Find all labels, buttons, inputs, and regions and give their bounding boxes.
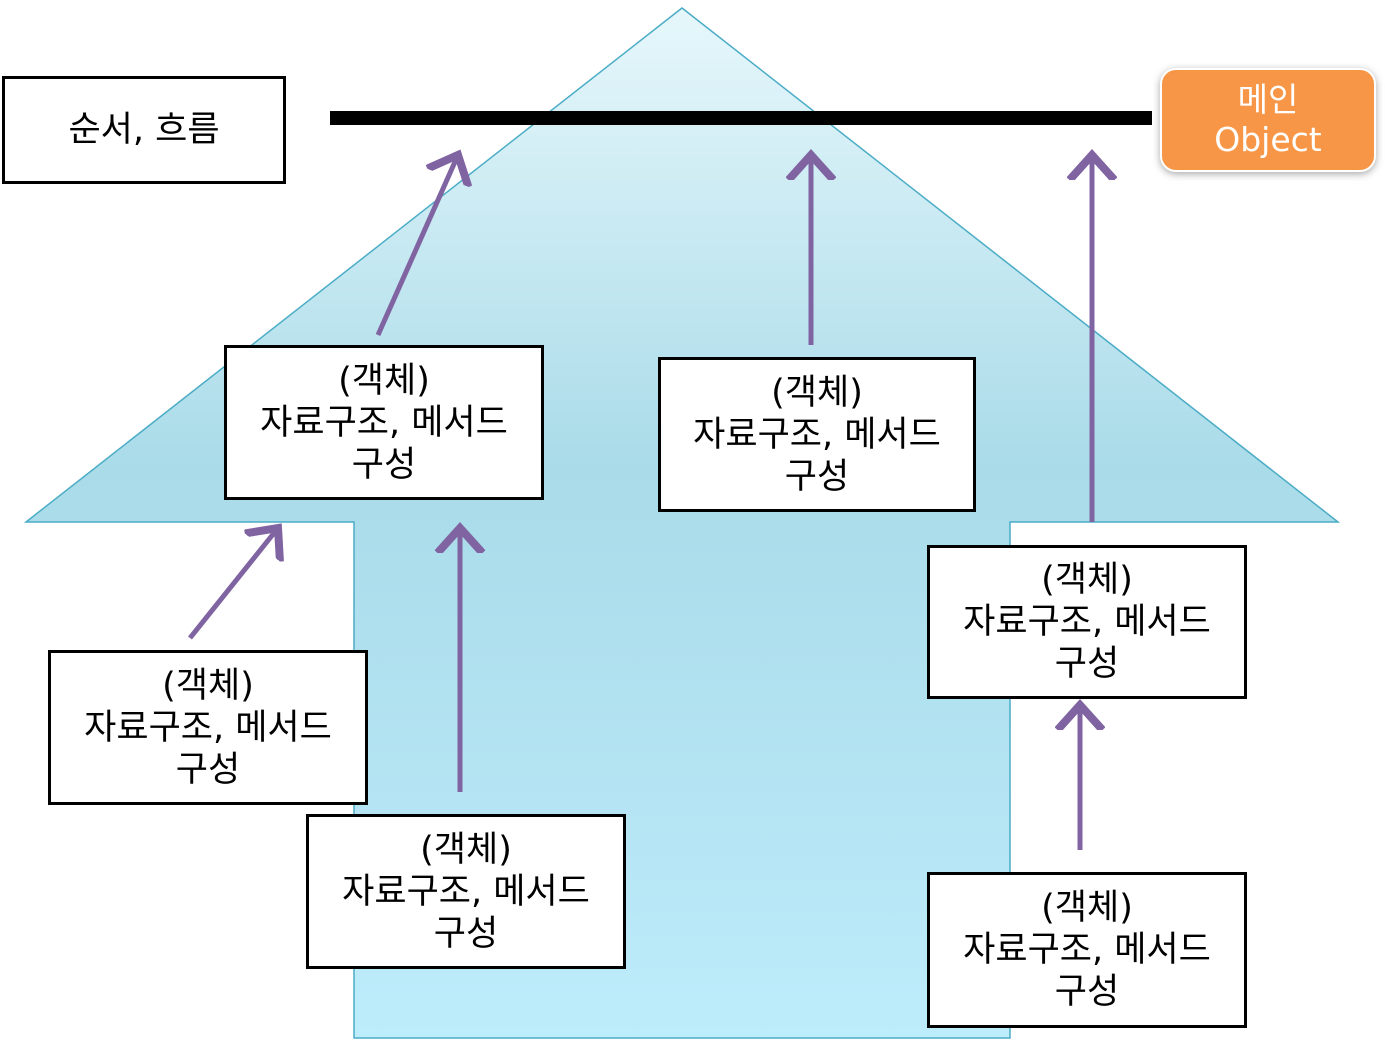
object-box-line2: 자료구조, 메서드 — [260, 402, 508, 443]
connector-arrows — [188, 155, 1092, 850]
object-box-line3: 구성 — [1054, 644, 1120, 684]
object-box-line3: 구성 — [784, 456, 850, 497]
object-box-line1: (객체) — [1041, 560, 1133, 600]
object-box: (객체) 자료구조, 메서드 구성 — [224, 345, 544, 500]
object-box-line3: 구성 — [1054, 972, 1120, 1012]
object-box-line1: (객체) — [1041, 888, 1133, 928]
object-box: (객체) 자료구조, 메서드 구성 — [48, 650, 368, 805]
connector-arrow — [375, 155, 458, 337]
object-box-line3: 구성 — [175, 749, 241, 790]
main-object-box: 메인 Object — [1160, 68, 1376, 172]
object-box: (객체) 자료구조, 메서드 구성 — [927, 545, 1247, 699]
main-object-line1: 메인 — [1237, 80, 1299, 119]
object-box-line2: 자료구조, 메서드 — [963, 930, 1211, 970]
object-box-line1: (객체) — [162, 665, 254, 706]
object-box-line3: 구성 — [433, 913, 499, 954]
object-box-line2: 자료구조, 메서드 — [963, 602, 1211, 642]
connector-arrow — [188, 528, 278, 640]
object-box-line1: (객체) — [420, 829, 512, 870]
object-box-line3: 구성 — [351, 444, 417, 485]
object-box-line1: (객체) — [771, 372, 863, 413]
object-box-line2: 자료구조, 메서드 — [693, 414, 941, 455]
object-box-line1: (객체) — [338, 360, 430, 401]
object-box: (객체) 자료구조, 메서드 구성 — [927, 872, 1247, 1028]
object-box-line2: 자료구조, 메서드 — [84, 707, 332, 748]
object-box: (객체) 자료구조, 메서드 구성 — [306, 814, 626, 969]
flow-label-text: 순서, 흐름 — [68, 110, 220, 150]
object-box-line2: 자료구조, 메서드 — [342, 871, 590, 912]
main-object-line2: Object — [1214, 120, 1322, 159]
flow-label-box: 순서, 흐름 — [2, 76, 286, 184]
object-box: (객체) 자료구조, 메서드 구성 — [658, 357, 976, 512]
